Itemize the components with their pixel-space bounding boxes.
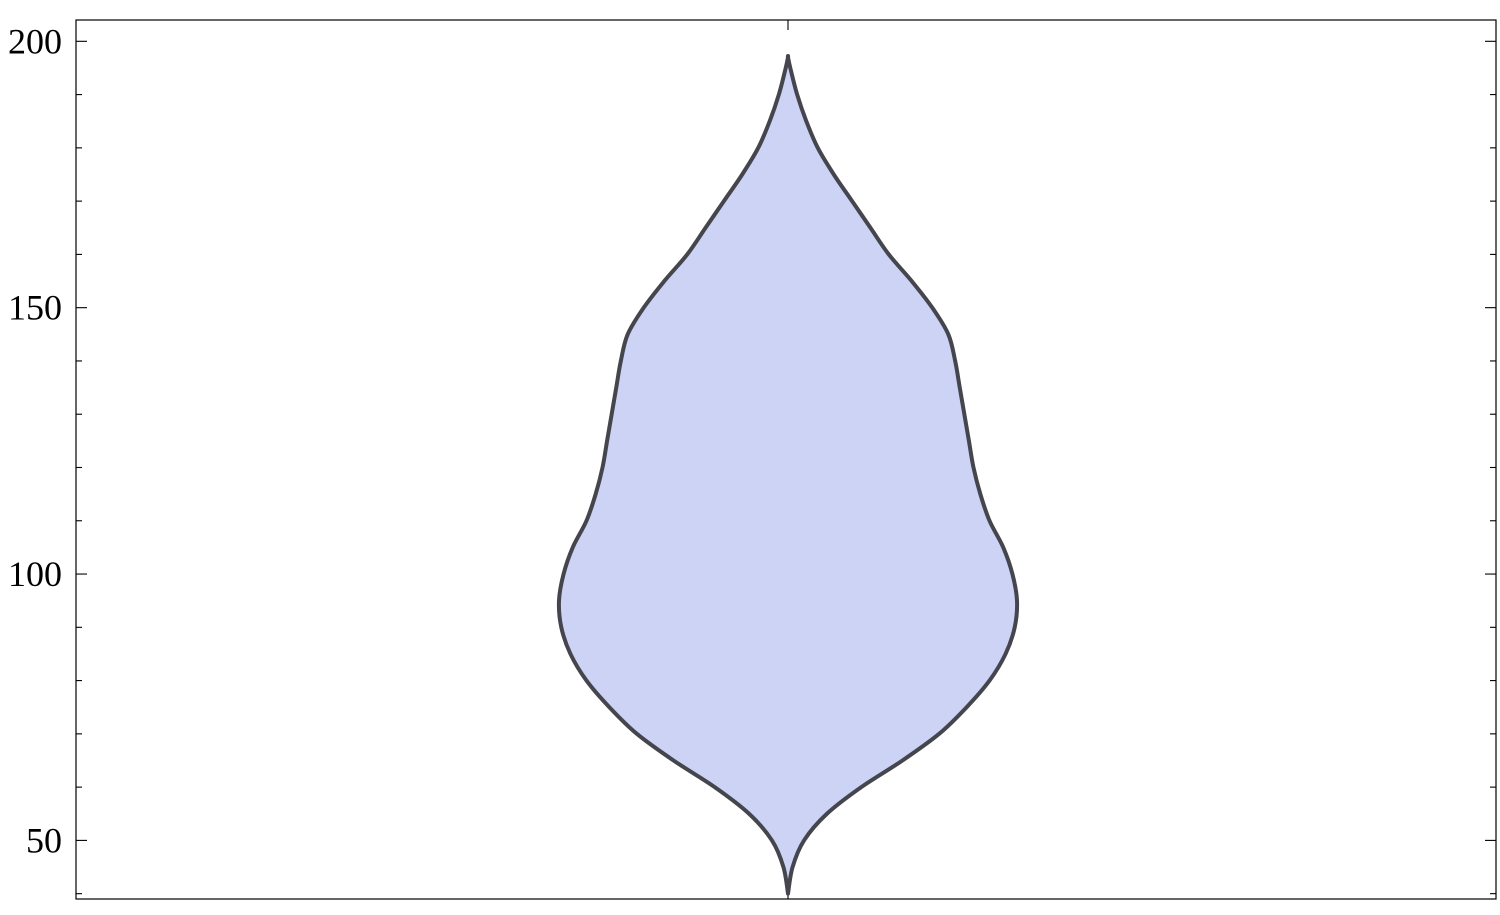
violin-shape [556,53,1020,896]
y-axis-tick-labels: 50 100 150 200 [8,21,62,860]
plot-frame [75,19,1497,900]
y-tick-label: 150 [8,288,62,328]
y-tick-label: 100 [8,554,62,594]
y-tick-label: 50 [26,820,62,860]
y-axis-ticks [76,40,1496,895]
y-tick-label: 200 [8,21,62,61]
